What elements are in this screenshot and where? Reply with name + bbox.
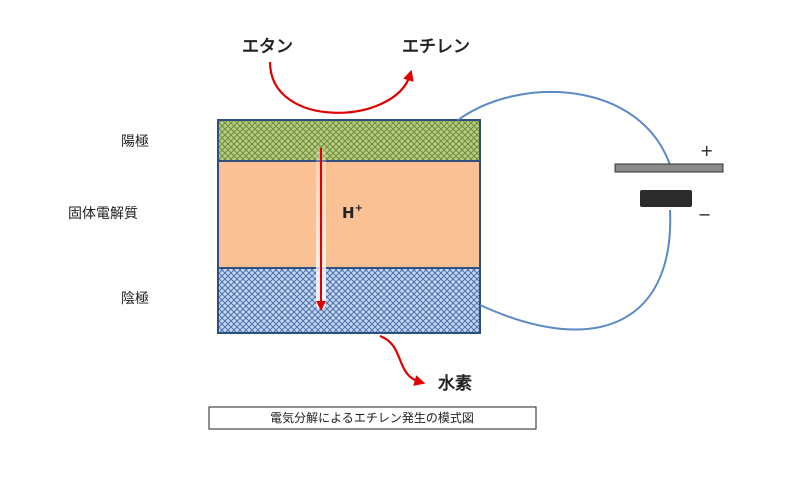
electrolyte-label: 固体電解質: [68, 206, 138, 222]
hydrogen-label: 水素: [438, 373, 472, 394]
hydrogen-arrow: [379, 334, 426, 386]
cathode-layer: [217, 267, 481, 334]
battery-positive-plate: [614, 163, 724, 173]
cathode-wire: [479, 209, 672, 331]
caption-text: 電気分解によるエチレン発生の模式図: [270, 410, 474, 425]
anode-label: 陽極: [121, 134, 149, 150]
battery-plus-sign: +: [700, 141, 713, 160]
anode-layer: [217, 119, 481, 162]
battery-negative-plate: [640, 190, 692, 207]
caption-box: [208, 406, 537, 430]
product-label: エチレン: [402, 37, 470, 57]
anode-wire: [457, 90, 671, 166]
proton-charge: +: [355, 203, 363, 214]
ethane-to-ethylene-arrow: [268, 61, 414, 114]
electrolyte-layer: [217, 160, 481, 269]
battery-minus-sign: −: [698, 205, 711, 224]
cathode-label: 陰極: [121, 291, 149, 307]
proton-label: H+: [342, 203, 363, 222]
proton-symbol: H: [342, 204, 355, 222]
reactant-label: エタン: [242, 37, 293, 57]
